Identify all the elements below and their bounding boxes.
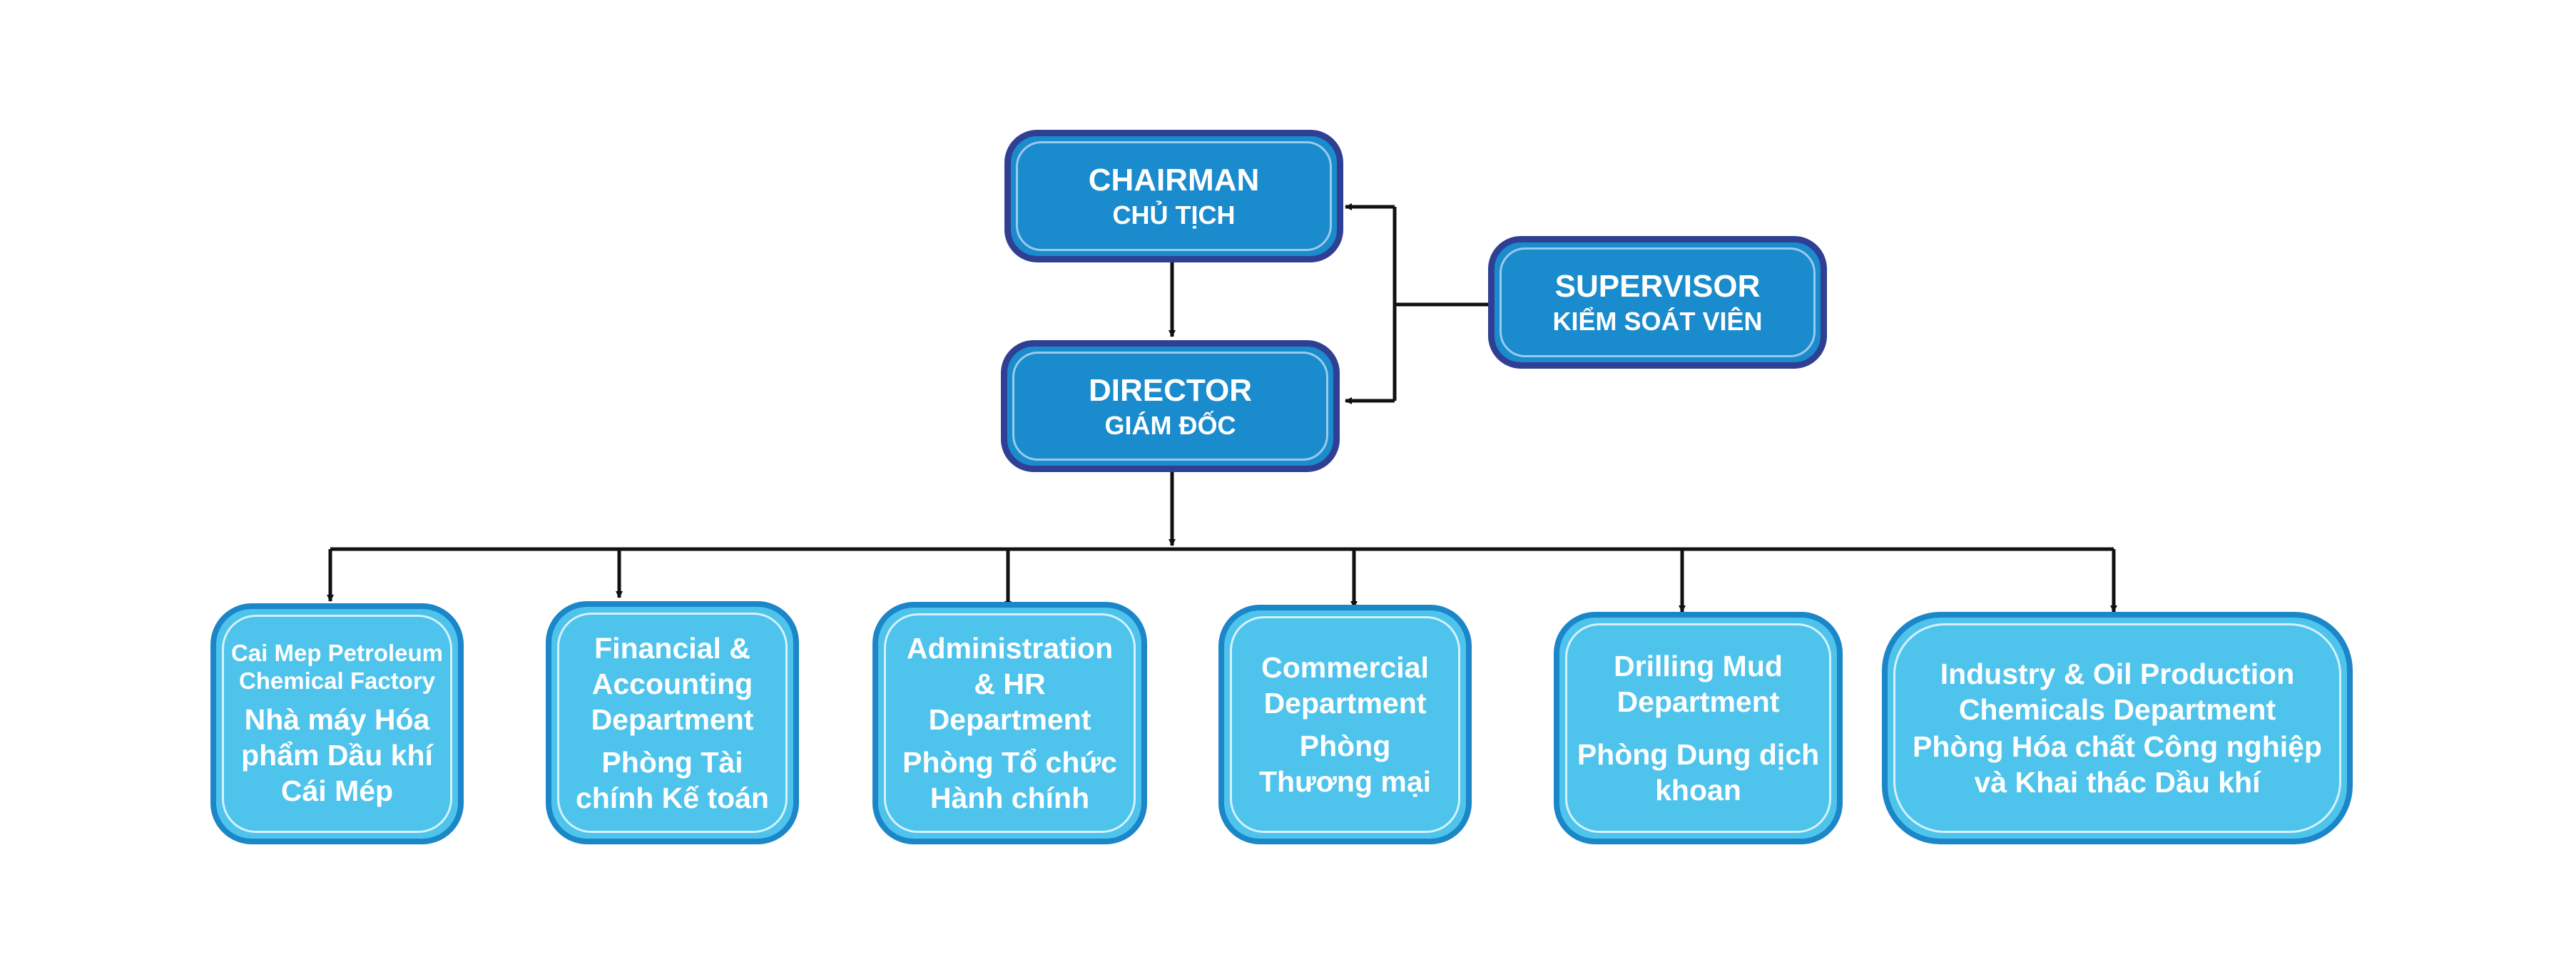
director-box: DIRECTOR GIÁM ĐỐC [1001,340,1340,472]
department-name-vi: Phòng Tổ chức Hành chính [902,746,1117,814]
department-box-financial-accounting: Financial & Accounting Department Phòng … [546,601,799,844]
department-name-en: Financial & Accounting Department [591,631,754,736]
department-box-drilling-mud: Drilling Mud Department Phòng Dung dịch … [1554,612,1843,844]
department-name-en: Cai Mep Petroleum Chemical Factory [230,640,444,694]
department-name-en: Administration & HR Department [906,632,1114,736]
chairman-subtitle: CHỦ TỊCH [1112,200,1236,230]
department-name-vi: Nhà máy Hóa phẩm Dầu khí Cái Mép [241,703,433,807]
chairman-title: CHAIRMAN [1088,163,1260,198]
department-box-cai-mep-factory: Cai Mep Petroleum Chemical Factory Nhà m… [210,603,464,844]
department-name-vi: Phòng Tài chính Kế toán [575,745,770,814]
supervisor-box: SUPERVISOR KIỂM SOÁT VIÊN [1488,236,1827,369]
department-box-industry-oil-chemicals: Industry & Oil Production Chemicals Depa… [1882,612,2353,844]
supervisor-subtitle: KIỂM SOÁT VIÊN [1552,307,1763,336]
director-title: DIRECTOR [1089,372,1252,408]
department-name-vi: Phòng Thương mại [1258,730,1432,798]
department-name-en: Industry & Oil Production Chemicals Depa… [1940,658,2295,726]
supervisor-title: SUPERVISOR [1554,269,1761,304]
chairman-box: CHAIRMAN CHỦ TỊCH [1004,130,1343,262]
department-name-en: Drilling Mud Department [1614,650,1783,718]
department-box-administration-hr: Administration & HR Department Phòng Tổ … [872,602,1147,844]
department-name-vi: Phòng Hóa chất Công nghiệp và Khai thác … [1913,730,2322,799]
department-name-vi: Phòng Dung dịch khoan [1577,738,1820,807]
department-box-commercial: Commercial Department Phòng Thương mại [1218,605,1472,844]
department-name-en: Commercial Department [1261,651,1429,720]
director-subtitle: GIÁM ĐỐC [1104,410,1236,440]
